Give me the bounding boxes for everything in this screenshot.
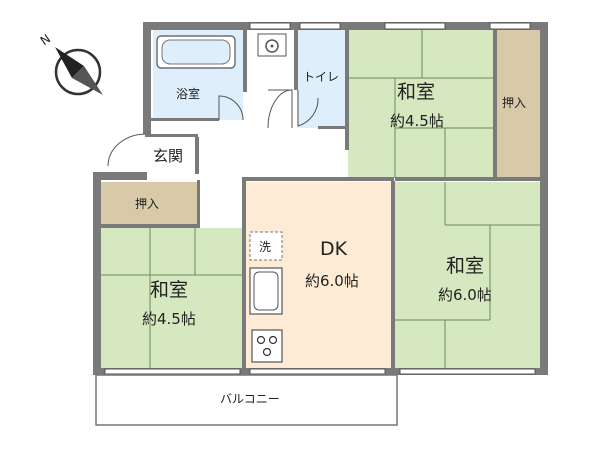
washer-space <box>249 231 283 261</box>
washbasin-icon <box>257 33 287 57</box>
compass-north-label: N <box>38 31 53 48</box>
toilet-floor <box>297 30 347 128</box>
dk-size: 約6.0帖 <box>305 272 359 290</box>
bath-label: 浴室 <box>176 86 200 101</box>
bathtub-icon <box>156 35 236 69</box>
stove-icon <box>251 329 283 363</box>
compass-needle-tail <box>72 66 103 95</box>
washitsu-right-floor <box>395 182 540 370</box>
windows <box>104 22 536 375</box>
compass-ring <box>54 48 102 96</box>
entrance-label: 玄関 <box>153 147 183 165</box>
washitsu-top-size: 約4.5帖 <box>390 112 444 130</box>
washer-label: 洗 <box>259 240 271 254</box>
door-swings <box>107 89 319 167</box>
dk-name: DK <box>320 238 348 260</box>
washitsu-left-size: 約4.5帖 <box>142 310 196 328</box>
washitsu-left-name: 和室 <box>150 279 188 301</box>
balcony-outline <box>95 374 398 426</box>
closet-right-label: 押入 <box>502 96 526 110</box>
washitsu-right-size: 約6.0帖 <box>438 286 492 304</box>
compass-needle <box>55 47 84 78</box>
closet-right-floor <box>496 30 540 178</box>
washitsu-top-name: 和室 <box>397 81 435 103</box>
toilet-label: トイレ <box>303 70 339 84</box>
washitsu-right-name: 和室 <box>446 255 484 277</box>
compass: N <box>38 31 103 96</box>
balcony-label: バルコニー <box>220 392 280 406</box>
closet-left-label: 押入 <box>135 197 159 211</box>
washitsu-top-floor <box>348 30 494 178</box>
sink-icon <box>249 267 283 315</box>
tatami-lines <box>100 30 540 370</box>
washitsu-left-floor <box>100 228 242 370</box>
closet-left-floor <box>100 182 197 224</box>
